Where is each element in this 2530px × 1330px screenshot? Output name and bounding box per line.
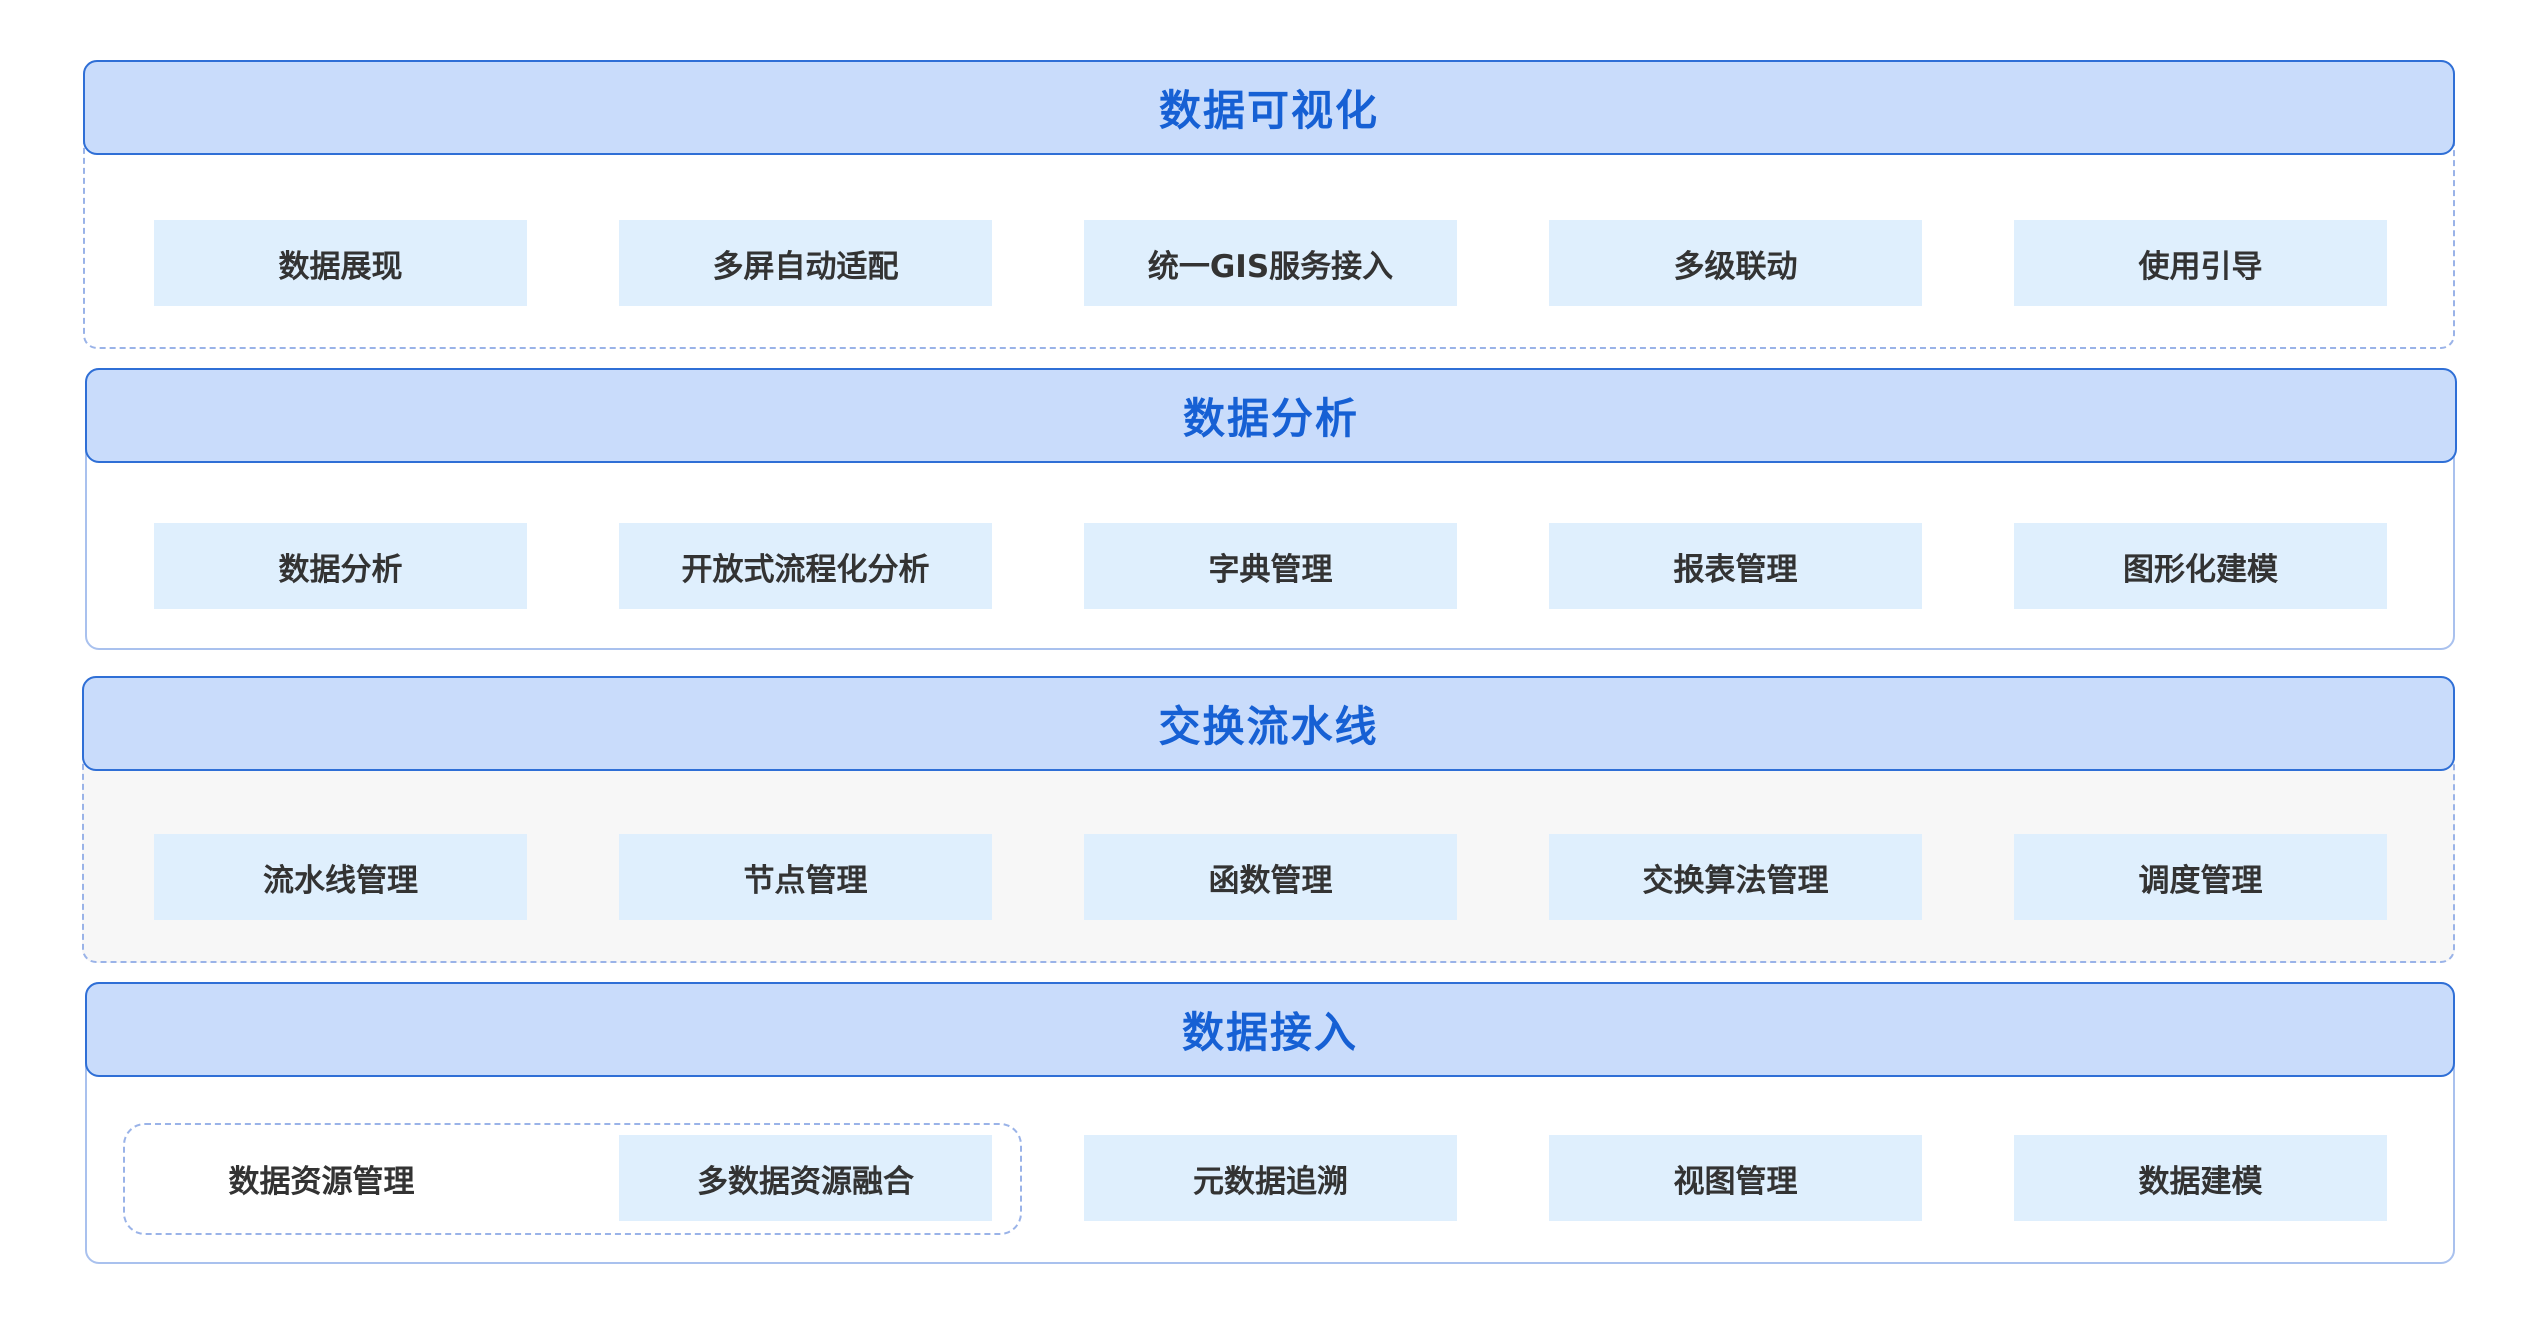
resource-group-box xyxy=(123,1123,1022,1235)
item-report-management: 报表管理 xyxy=(1549,523,1922,609)
layer-visualization-title: 数据可视化 xyxy=(83,60,2455,155)
item-scheduling-management: 调度管理 xyxy=(2014,834,2387,920)
item-multi-resource-fusion: 多数据资源融合 xyxy=(619,1135,992,1221)
item-node-management: 节点管理 xyxy=(619,834,992,920)
layer-ingestion-title: 数据接入 xyxy=(85,982,2455,1077)
item-data-resource-management: 数据资源管理 xyxy=(228,1163,415,1200)
item-metadata-tracing: 元数据追溯 xyxy=(1084,1135,1457,1221)
item-graphical-modeling: 图形化建模 xyxy=(2014,523,2387,609)
item-data-display: 数据展现 xyxy=(154,220,527,306)
item-pipeline-management: 流水线管理 xyxy=(154,834,527,920)
item-dictionary-management: 字典管理 xyxy=(1084,523,1457,609)
item-exchange-algorithm-management: 交换算法管理 xyxy=(1549,834,1922,920)
item-data-modeling: 数据建模 xyxy=(2014,1135,2387,1221)
item-multi-level-linkage: 多级联动 xyxy=(1549,220,1922,306)
layer-pipeline-title: 交换流水线 xyxy=(82,676,2455,771)
item-view-management: 视图管理 xyxy=(1549,1135,1922,1221)
item-usage-guide: 使用引导 xyxy=(2014,220,2387,306)
layer-analysis-title: 数据分析 xyxy=(85,368,2457,463)
item-function-management: 函数管理 xyxy=(1084,834,1457,920)
item-open-flow-analysis: 开放式流程化分析 xyxy=(619,523,992,609)
item-multi-screen-adapt: 多屏自动适配 xyxy=(619,220,992,306)
item-data-analysis: 数据分析 xyxy=(154,523,527,609)
item-gis-service-access: 统一GIS服务接入 xyxy=(1084,220,1457,306)
